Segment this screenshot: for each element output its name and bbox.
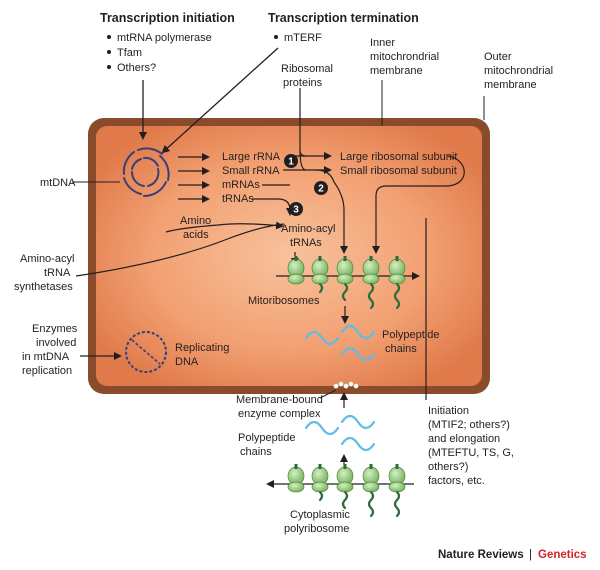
termination-item: mTERF <box>284 32 322 44</box>
transcript-arrows <box>178 153 210 203</box>
trnas-label: tRNAs <box>222 193 254 205</box>
amino-acids-label: acids <box>183 229 209 241</box>
outer-membrane-label: membrane <box>484 79 537 91</box>
subunit-loop-arrow <box>372 155 465 254</box>
replicating-dna-label: DNA <box>175 356 199 368</box>
transcription-termination-block: Transcription termination mTERF <box>268 11 419 44</box>
footer-separator: | <box>529 549 532 561</box>
ribosome-icon <box>362 464 380 518</box>
ribosome-icon <box>311 464 329 502</box>
large-subunit-label: Large ribosomal subunit <box>340 151 457 163</box>
polypeptide-outer-label: chains <box>240 446 272 458</box>
factors-label: and elongation <box>428 433 500 445</box>
factors-label: Initiation <box>428 405 469 417</box>
enzymes-label: replication <box>22 365 72 377</box>
ribosome-icon <box>336 256 354 302</box>
amino-acids-label: Amino <box>180 215 211 227</box>
termination-title: Transcription termination <box>268 11 419 25</box>
termination-arrow <box>161 47 279 154</box>
inner-polypeptide-icon <box>304 324 376 362</box>
initiation-item: Others? <box>117 62 156 74</box>
synthetase-pointer <box>75 223 285 277</box>
factors-label: (MTEFTU, TS, G, <box>428 447 514 459</box>
ribosome-icon <box>311 256 329 294</box>
synthetases-label: tRNA <box>44 267 71 279</box>
enzymes-label: involved <box>36 337 76 349</box>
cyto-polyribosome-label: Cytoplasmic <box>290 509 350 521</box>
cytoplasmic-ribosome-group <box>287 464 406 518</box>
replicating-dna-label: Replicating <box>175 342 229 354</box>
ribosome-icon <box>388 256 406 310</box>
ribosome-icon <box>287 256 305 285</box>
mrna-to-ribosome-arrow <box>315 169 348 254</box>
step-1-badge: 1 <box>284 154 298 168</box>
polypeptide-outer-label: Polypeptide <box>238 432 296 444</box>
inner-membrane-label: mitochrondrial <box>370 51 439 63</box>
outer-membrane-label: mitochrondrial <box>484 65 553 77</box>
small-rrna-label: Small rRNA <box>222 165 280 177</box>
mrnas-label: mRNAs <box>222 179 260 191</box>
enzymes-label: in mtDNA <box>22 351 70 363</box>
ribosomal-proteins-label: Ribosomal <box>281 63 333 75</box>
aminoacyl-trnas-label: Amino-acyl <box>281 223 335 235</box>
mitoribosome-group <box>287 256 406 310</box>
membrane-complex-label: enzyme complex <box>238 408 321 420</box>
aminoacyl-trnas-label: tRNAs <box>290 237 322 249</box>
ribosome-icon <box>388 464 406 518</box>
factors-label: (MTIF2; others?) <box>428 419 510 431</box>
inner-membrane-label: Inner <box>370 37 395 49</box>
membrane-complex-label: Membrane-bound <box>236 394 323 406</box>
enzymes-label: Enzymes <box>32 323 78 335</box>
small-subunit-label: Small ribosomal subunit <box>340 165 457 177</box>
initiation-item: mtRNA polymerase <box>117 32 212 44</box>
inner-membrane-label: membrane <box>370 65 423 77</box>
outer-polypeptide-icon <box>304 414 376 452</box>
replicating-dna-icon <box>125 331 167 373</box>
cyto-polyribosome-label: polyribosome <box>284 523 349 535</box>
factors-label: others?) <box>428 461 468 473</box>
factors-label: factors, etc. <box>428 475 485 487</box>
footer-section: Genetics <box>538 549 587 561</box>
step-3-badge: 3 <box>289 202 303 216</box>
initiation-item: Tfam <box>117 47 142 59</box>
ribosomal-proteins-label: proteins <box>283 77 323 89</box>
large-rrna-label: Large rRNA <box>222 151 281 163</box>
mtdna-icon <box>122 147 170 198</box>
ribosome-icon <box>287 464 305 493</box>
amino-acid-arrow <box>165 221 284 233</box>
transcription-initiation-block: Transcription initiation mtRNA polymeras… <box>100 11 235 74</box>
polypeptide-inner-label: chains <box>385 343 417 355</box>
mitoribosomes-label: Mitoribosomes <box>248 295 320 307</box>
enzyme-complex-icon <box>333 381 359 389</box>
mitochondrial-matrix <box>96 126 482 386</box>
footer-journal: Nature Reviews <box>438 549 524 561</box>
svg-text:1: 1 <box>288 157 294 168</box>
ribosome-icon <box>362 256 380 310</box>
polypeptide-inner-label: Polypeptide <box>382 329 440 341</box>
synthetases-label: synthetases <box>14 281 73 293</box>
step-2-badge: 2 <box>314 181 328 195</box>
mtdna-label: mtDNA <box>40 177 76 189</box>
synthetases-label: Amino-acyl <box>20 253 74 265</box>
outer-membrane-label: Outer <box>484 51 512 63</box>
membrane-complex-pointer <box>319 389 337 399</box>
ribosome-icon <box>336 464 354 510</box>
initiation-title: Transcription initiation <box>100 11 235 25</box>
svg-text:3: 3 <box>293 205 299 216</box>
svg-text:2: 2 <box>318 184 324 195</box>
